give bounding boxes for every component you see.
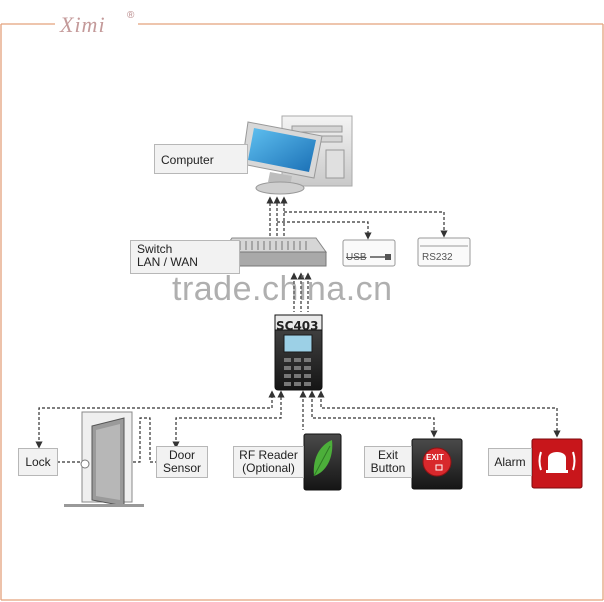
lock-label: Lock	[18, 448, 58, 476]
usb-port-icon	[342, 239, 396, 267]
usb-label: USB	[346, 252, 367, 263]
rs232-label: RS232	[422, 252, 453, 263]
rs232-port-icon	[417, 237, 471, 267]
exit-button-line2: Button	[370, 461, 406, 475]
connector-controller-peripherals	[35, 390, 561, 463]
door-sensor-line2: Sensor	[162, 461, 202, 475]
network-switch-icon	[221, 237, 327, 267]
switch-label-line2: LAN / WAN	[137, 255, 198, 269]
registered-mark: ®	[127, 10, 135, 21]
switch-label-line1: Switch	[137, 242, 173, 256]
connector-switch-controller	[290, 272, 312, 312]
exit-button-line1: Exit	[377, 448, 398, 462]
door-sensor-line1: Door	[168, 448, 195, 462]
exit-sign-text: EXIT	[426, 453, 444, 462]
alarm-label: Alarm	[488, 448, 532, 476]
switch-label: Switch LAN / WAN	[130, 240, 240, 274]
rf-reader-line1: RF Reader	[239, 448, 298, 462]
controller-label: SC403	[276, 319, 319, 333]
computer-label: Computer	[154, 144, 248, 174]
door-sensor-label: Door Sensor	[156, 446, 208, 478]
brand-logo: Ximi	[60, 12, 106, 37]
connector-computer-network	[266, 196, 448, 240]
exit-button-icon	[411, 438, 463, 490]
exit-button-label: Exit Button	[364, 446, 412, 478]
rf-reader-line2: (Optional)	[242, 461, 295, 475]
watermark: trade.china.cn	[172, 270, 393, 308]
rf-reader-label: RF Reader (Optional)	[233, 446, 304, 478]
rf-reader-icon	[303, 433, 342, 491]
outer-frame	[0, 23, 604, 601]
computer-icon	[241, 115, 353, 195]
alarm-bell-icon	[531, 438, 583, 489]
door-icon	[64, 411, 144, 507]
controller-keypad-icon	[274, 314, 323, 391]
